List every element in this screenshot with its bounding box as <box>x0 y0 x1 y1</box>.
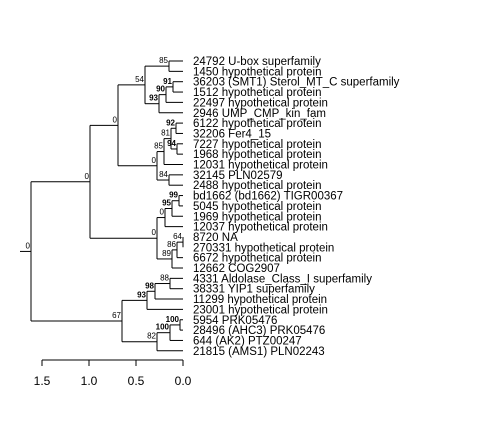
leaf-label: 4331 Aldolase_Class_I superfamily <box>193 273 372 285</box>
leaf-label: 2946 UMP_CMP_kin_fam <box>193 108 326 120</box>
leaf-label: 1450 hypothetical protein <box>193 66 322 78</box>
leaf-label: 36203 (SMT1) Sterol_MT_C superfamily <box>193 77 400 89</box>
leaf-label: 1512 hypothetical protein <box>193 87 322 99</box>
bootstrap-support-label: 81 <box>161 129 170 138</box>
leaf-label: 270331 hypothetical protein <box>193 242 334 254</box>
leaf-label: 644 (AK2) PTZ00247 <box>193 335 302 347</box>
bootstrap-support-label: 93 <box>137 290 146 299</box>
bootstrap-support-label: 0 <box>152 228 157 237</box>
bootstrap-support-label: 0 <box>160 208 165 217</box>
bootstrap-support-label: 0 <box>26 241 31 250</box>
leaf-label: 6672 hypothetical protein <box>193 253 322 265</box>
leaf-label: 5045 hypothetical protein <box>193 201 322 213</box>
bootstrap-support-label: 54 <box>135 75 144 84</box>
bootstrap-support-label: 67 <box>112 311 121 320</box>
bootstrap-support-label: 92 <box>166 118 175 127</box>
bootstrap-support-label: 82 <box>147 332 156 341</box>
bootstrap-support-label: 89 <box>162 249 171 258</box>
leaf-label: 32145 PLN02579 <box>193 170 283 182</box>
scale-axis-tick-label: 1.5 <box>34 374 51 388</box>
leaf-label: 21815 (AMS1) PLN02243 <box>193 346 325 358</box>
leaf-label: 28496 (AHC3) PRK05476 <box>193 325 325 337</box>
leaf-label: 8720 NA <box>193 232 238 244</box>
bootstrap-support-label: 0 <box>152 156 157 165</box>
leaf-label: 6122 hypothetical protein <box>193 118 322 130</box>
bootstrap-support-label: 86 <box>167 240 176 249</box>
bootstrap-support-label: 91 <box>163 77 172 86</box>
leaf-label: 5954 PRK05476 <box>193 315 277 327</box>
bootstrap-support-label: 100 <box>166 315 180 324</box>
bootstrap-support-label: 0 <box>85 172 90 181</box>
bootstrap-support-label: 85 <box>154 142 163 151</box>
bootstrap-support-label: 99 <box>169 191 178 200</box>
bootstrap-support-label: 100 <box>156 323 170 332</box>
leaf-label: 1968 hypothetical protein <box>193 149 322 161</box>
leaf-label: 32206 Fer4_15 <box>193 128 271 140</box>
scale-axis-tick-label: 1.0 <box>81 374 98 388</box>
bootstrap-support-label: 93 <box>149 94 158 103</box>
bootstrap-support-label: 85 <box>159 56 168 65</box>
bootstrap-support-label: 0 <box>113 115 118 124</box>
leaf-label: 12662 COG2907 <box>193 263 280 275</box>
leaf-label: 2488 hypothetical protein <box>193 180 322 192</box>
bootstrap-support-label: 90 <box>156 85 165 94</box>
bootstrap-support-label: 84 <box>159 170 168 179</box>
bootstrap-support-label: 98 <box>145 281 154 290</box>
leaf-label: 38331 YIP1 superfamily <box>193 284 315 296</box>
leaf-label: 12037 hypothetical protein <box>193 222 328 234</box>
bootstrap-support-label: 95 <box>162 198 171 207</box>
scale-axis-tick-label: 0.5 <box>128 374 145 388</box>
leaf-label: bd1662 (bd1662) TIGR00367 <box>193 191 343 203</box>
bootstrap-support-label: 64 <box>173 232 182 241</box>
scale-axis-tick-label: 0.0 <box>175 374 192 388</box>
leaf-label: 12031 hypothetical protein <box>193 160 328 172</box>
bootstrap-support-label: 88 <box>160 274 169 283</box>
leaf-label: 24792 U-box superfamily <box>193 56 321 68</box>
leaf-label: 22497 hypothetical protein <box>193 97 328 109</box>
leaf-label: 23001 hypothetical protein <box>193 304 328 316</box>
leaf-label: 7227 hypothetical protein <box>193 139 322 151</box>
leaf-label: 11299 hypothetical protein <box>193 294 327 306</box>
bootstrap-support-label: 94 <box>167 139 176 148</box>
leaf-label: 1969 hypothetical protein <box>193 211 322 223</box>
